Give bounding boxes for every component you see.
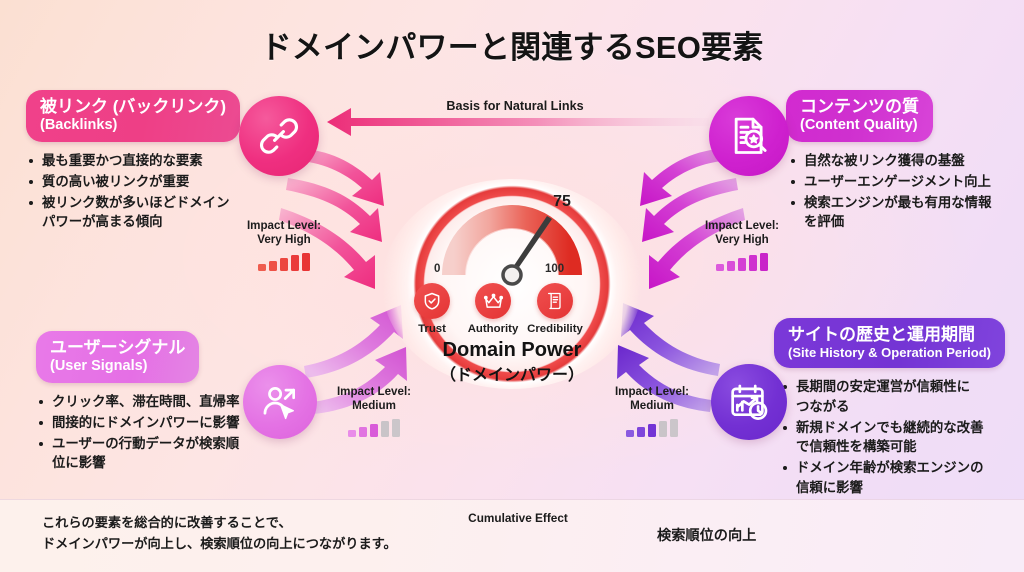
list-item: ユーザーの行動データが検索順 位に影響 xyxy=(36,434,282,473)
pillar-label: Credibility xyxy=(527,323,583,335)
impact-bars xyxy=(604,418,700,437)
impact-level-site-history: Impact Level: Medium xyxy=(604,385,700,437)
card-title-jp: サイトの歴史と運用期間 xyxy=(788,325,975,344)
card-user-signals[interactable]: ユーザーシグナル (User Signals) クリック率、滞在時間、直帰率 間… xyxy=(36,331,282,474)
domain-power-title-en: Domain Power xyxy=(442,339,582,361)
list-item: 長期間の安定運営が信頼性に つながる xyxy=(780,377,1010,416)
crown-icon xyxy=(475,283,511,319)
pillar-credibility: Credibility xyxy=(523,283,587,335)
list-item: 新規ドメインでも継続的な改善 で信頼性を構築可能 xyxy=(780,418,1010,457)
impact-value: Very High xyxy=(715,233,769,247)
card-content-quality[interactable]: コンテンツの質 (Content Quality) 自然な被リンク獲得の基盤 ユ… xyxy=(782,90,1008,233)
gauge-max-label: 100 xyxy=(545,263,565,275)
list-item: ユーザーエンゲージメント向上 xyxy=(788,172,1008,192)
impact-label: Impact Level: xyxy=(246,219,322,232)
pillar-authority: Authority xyxy=(461,283,525,335)
card-bullets-site-history: 長期間の安定運営が信頼性に つながる 新規ドメインでも継続的な改善 で信頼性を構… xyxy=(780,377,1010,497)
domain-power-title-jp: （ドメインパワー） xyxy=(439,367,584,384)
list-item: 質の高い被リンクが重要 xyxy=(26,172,286,192)
domain-power-gauge: 75 0 100 Trust Authority xyxy=(382,179,642,389)
page-title: ドメインパワーと関連するSEO要素 xyxy=(260,30,764,65)
card-header-content-quality: コンテンツの質 (Content Quality) xyxy=(786,90,933,143)
card-bullets-user-signals: クリック率、滞在時間、直帰率 間接的にドメインパワーに影響 ユーザーの行動データ… xyxy=(36,392,282,473)
calendar-chart-clock-icon xyxy=(711,364,787,440)
link-chain-icon xyxy=(239,96,319,176)
list-item: 自然な被リンク獲得の基盤 xyxy=(788,151,1008,171)
list-item: 間接的にドメインパワーに影響 xyxy=(36,413,282,433)
pillar-label: Trust xyxy=(418,323,446,335)
connector-label-natural-links: Basis for Natural Links xyxy=(446,99,584,113)
shield-check-icon xyxy=(414,283,450,319)
card-title-en: (Site History & Operation Period) xyxy=(788,345,991,361)
pillar-trust: Trust xyxy=(400,283,464,335)
card-title-en: (Content Quality) xyxy=(800,117,918,134)
footer-summary: これらの要素を総合的に改善することで、 ドメインパワーが向上し、検索順位の向上に… xyxy=(0,499,1024,572)
list-item: クリック率、滞在時間、直帰率 xyxy=(36,392,282,412)
impact-bars xyxy=(326,418,422,437)
footer-summary-line2: ドメインパワーが向上し、検索順位の向上につながります。 xyxy=(42,536,397,552)
card-backlinks[interactable]: 被リンク (バックリンク) (Backlinks) 最も重要かつ直接的な要素 質… xyxy=(26,90,286,233)
impact-level-user-signals: Impact Level: Medium xyxy=(326,385,422,437)
impact-level-content-quality: Impact Level: Very High xyxy=(694,219,790,271)
card-header-site-history: サイトの歴史と運用期間 (Site History & Operation Pe… xyxy=(774,318,1005,369)
impact-label: Impact Level: xyxy=(614,385,690,398)
list-item: ドメイン年齢が検索エンジンの 信頼に影響 xyxy=(780,458,1010,497)
footer-summary-text: これらの要素を総合的に改善することで、 ドメインパワーが向上し、検索順位の向上に… xyxy=(42,512,397,555)
impact-bars xyxy=(236,252,332,271)
gauge-dial xyxy=(442,205,582,286)
card-title-en: (User Signals) xyxy=(50,358,148,375)
impact-value: Medium xyxy=(352,399,396,413)
impact-label: Impact Level: xyxy=(336,385,412,398)
footer-summary-line1: これらの要素を総合的に改善することで、 xyxy=(42,515,292,530)
gauge-min-label: 0 xyxy=(434,263,441,275)
card-title-jp: コンテンツの質 xyxy=(800,97,919,116)
impact-value: Medium xyxy=(630,399,674,413)
impact-value: Very High xyxy=(257,233,311,247)
impact-bars xyxy=(694,252,790,271)
list-item: 検索エンジンが最も有用な情報 を評価 xyxy=(788,193,1008,232)
footer-cumulative-label: Cumulative Effect xyxy=(468,511,568,525)
card-title-jp: ユーザーシグナル xyxy=(50,338,186,357)
list-item: 最も重要かつ直接的な要素 xyxy=(26,151,286,171)
card-title-en: (Backlinks) xyxy=(40,117,118,134)
card-bullets-backlinks: 最も重要かつ直接的な要素 質の高い被リンクが重要 被リンク数が多いほどドメイン … xyxy=(26,151,286,232)
footer-result-label: 検索順位の向上 xyxy=(657,528,757,544)
impact-label: Impact Level: xyxy=(704,219,780,232)
card-header-backlinks: 被リンク (バックリンク) (Backlinks) xyxy=(26,90,241,143)
card-bullets-content-quality: 自然な被リンク獲得の基盤 ユーザーエンゲージメント向上 検索エンジンが最も有用な… xyxy=(788,151,1008,232)
pillar-label: Authority xyxy=(467,323,519,335)
gauge-value: 75 xyxy=(553,193,571,210)
card-header-user-signals: ユーザーシグナル (User Signals) xyxy=(36,331,200,384)
card-site-history[interactable]: サイトの歴史と運用期間 (Site History & Operation Pe… xyxy=(774,318,1010,499)
list-item: 被リンク数が多いほどドメイン パワーが高まる傾向 xyxy=(26,193,286,232)
document-search-star-icon xyxy=(709,96,789,176)
user-cursor-icon xyxy=(243,365,317,439)
certificate-scroll-icon xyxy=(537,283,573,319)
impact-level-backlinks: Impact Level: Very High xyxy=(236,219,332,271)
card-title-jp: 被リンク (バックリンク) xyxy=(40,97,227,116)
